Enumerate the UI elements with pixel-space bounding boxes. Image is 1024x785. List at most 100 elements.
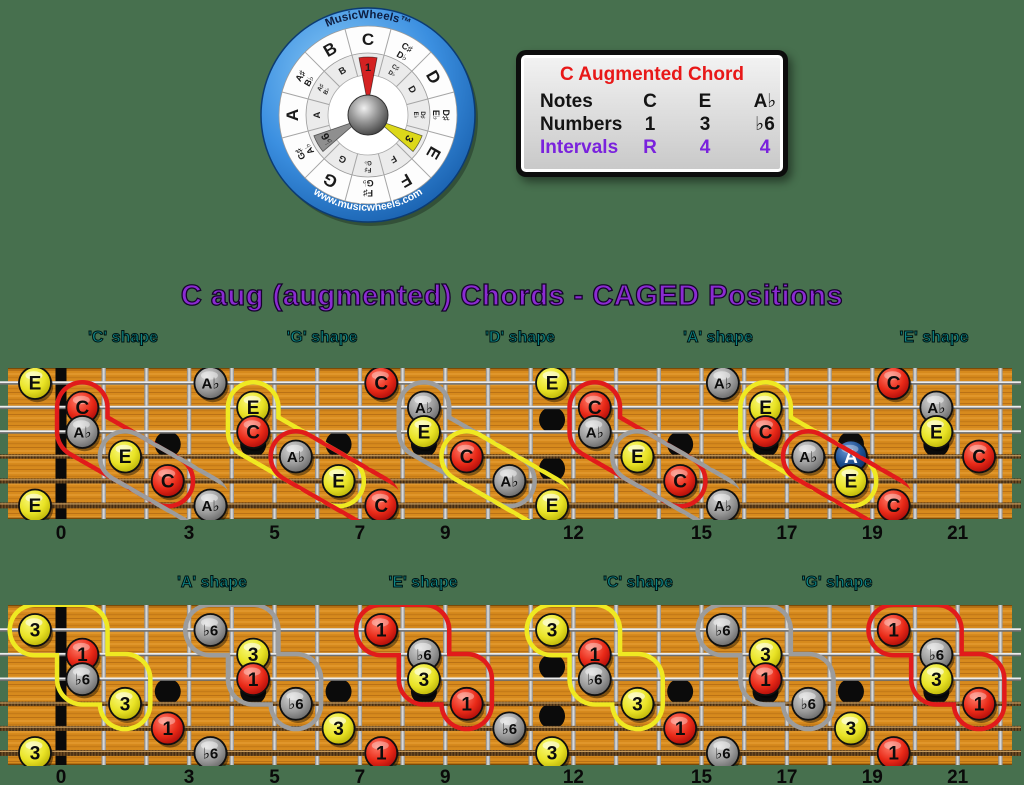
svg-text:A♭: A♭ — [415, 400, 433, 417]
note-marker: 1 — [748, 662, 784, 699]
fret-number: 5 — [269, 523, 280, 544]
fret-marker-dot — [539, 406, 566, 433]
svg-text:♭6: ♭6 — [715, 622, 730, 639]
info-row-label: Notes — [540, 91, 593, 112]
fret-number: 15 — [690, 523, 713, 544]
svg-text:E: E — [29, 496, 42, 517]
info-row-value: C — [643, 91, 657, 112]
svg-text:C: C — [588, 398, 602, 419]
svg-text:♭6: ♭6 — [715, 745, 730, 762]
svg-text:G: G — [337, 152, 349, 165]
svg-text:C: C — [887, 374, 901, 395]
svg-text:♭6: ♭6 — [801, 696, 816, 713]
svg-text:A♯: A♯ — [293, 68, 307, 83]
note-marker: 1 — [236, 662, 272, 699]
svg-text:3: 3 — [30, 621, 41, 642]
fret-number: 15 — [690, 767, 713, 785]
fret-wire — [870, 605, 875, 765]
svg-text:G♭: G♭ — [362, 178, 373, 188]
svg-text:1: 1 — [888, 744, 899, 765]
note-marker: A♭ — [705, 368, 742, 403]
note-marker: C — [236, 415, 272, 452]
svg-text:C: C — [374, 374, 388, 395]
shape-label: 'A' shape — [177, 574, 248, 592]
note-marker: 3 — [407, 662, 443, 699]
fret-number: 17 — [776, 767, 798, 785]
shape-label: 'E' shape — [899, 329, 969, 347]
fret-wire — [699, 368, 704, 519]
fret-number: 17 — [776, 523, 798, 544]
note-marker: 3 — [919, 662, 955, 699]
svg-text:♭6: ♭6 — [587, 672, 602, 689]
note-marker: C — [364, 368, 400, 403]
svg-text:♭6: ♭6 — [502, 721, 517, 738]
svg-text:1: 1 — [248, 670, 259, 691]
note-marker: A♭ — [193, 368, 229, 403]
shape-label: 'D' shape — [485, 329, 556, 347]
music-wheel: CC♯D♭DD♯E♭EFF♯G♭GG♯A♭AA♯B♭B13♭6CC♯D♭DD♯E… — [260, 7, 478, 226]
shape-label: 'C' shape — [603, 574, 674, 592]
fret-number: 5 — [269, 767, 280, 785]
shape-label: 'A' shape — [683, 329, 754, 347]
shape-label: 'C' shape — [88, 329, 159, 347]
fret-number: 0 — [55, 767, 67, 785]
svg-text:3: 3 — [547, 621, 558, 642]
string-4 — [0, 701, 1021, 706]
info-row-label: Intervals — [540, 137, 619, 158]
svg-text:3: 3 — [402, 133, 415, 144]
svg-text:1: 1 — [376, 621, 387, 642]
svg-text:B♭: B♭ — [322, 86, 332, 96]
svg-text:A♭: A♭ — [586, 424, 604, 441]
svg-text:1: 1 — [365, 62, 371, 74]
svg-text:1: 1 — [888, 621, 899, 642]
note-marker: ♭6 — [705, 613, 742, 650]
info-row-value: A♭ — [753, 91, 777, 112]
svg-text:C: C — [972, 447, 986, 468]
fret-wire — [528, 605, 533, 765]
note-marker: A♭ — [65, 415, 101, 452]
svg-text:E: E — [247, 398, 260, 419]
fret-number: 21 — [947, 523, 969, 544]
fret-wire — [528, 368, 533, 519]
note-marker: A♭ — [577, 415, 613, 452]
svg-text:A♭: A♭ — [714, 375, 732, 392]
svg-text:C: C — [759, 423, 773, 444]
svg-text:F♯: F♯ — [365, 166, 372, 173]
svg-text:D: D — [405, 84, 418, 96]
note-marker: ♭6 — [193, 736, 229, 766]
svg-text:B♭: B♭ — [302, 74, 316, 88]
note-marker: ♭6 — [791, 686, 827, 723]
svg-text:E: E — [546, 374, 559, 395]
svg-text:A♭: A♭ — [302, 142, 316, 156]
chord-shape-outline — [610, 429, 751, 520]
svg-text:♭6: ♭6 — [75, 672, 90, 689]
fret-number: 9 — [440, 523, 451, 544]
fret-wire — [699, 605, 704, 765]
svg-text:1: 1 — [162, 719, 173, 740]
shape-label: 'E' shape — [388, 574, 458, 592]
note-marker: 3 — [18, 736, 54, 766]
note-marker: C — [876, 368, 912, 403]
svg-text:3: 3 — [30, 744, 41, 765]
svg-text:E: E — [759, 398, 772, 419]
svg-text:♭6: ♭6 — [288, 696, 303, 713]
svg-text:A: A — [312, 111, 323, 118]
fret-number: 0 — [55, 523, 67, 544]
fret-number: 21 — [947, 767, 969, 785]
note-marker: 1 — [962, 686, 998, 723]
shape-label: 'G' shape — [801, 574, 873, 592]
fret-number: 7 — [354, 767, 366, 785]
svg-text:1: 1 — [974, 694, 985, 715]
svg-text:3: 3 — [120, 694, 131, 715]
info-row-value: 1 — [644, 114, 656, 135]
string-6 — [0, 750, 1021, 756]
note-marker: ♭6 — [705, 736, 742, 766]
svg-text:E: E — [930, 423, 943, 444]
note-marker: 1 — [449, 686, 485, 723]
svg-text:1: 1 — [589, 645, 600, 666]
svg-text:D♯: D♯ — [419, 111, 426, 118]
chord-shape-outline — [268, 429, 409, 520]
svg-text:C: C — [75, 398, 89, 419]
